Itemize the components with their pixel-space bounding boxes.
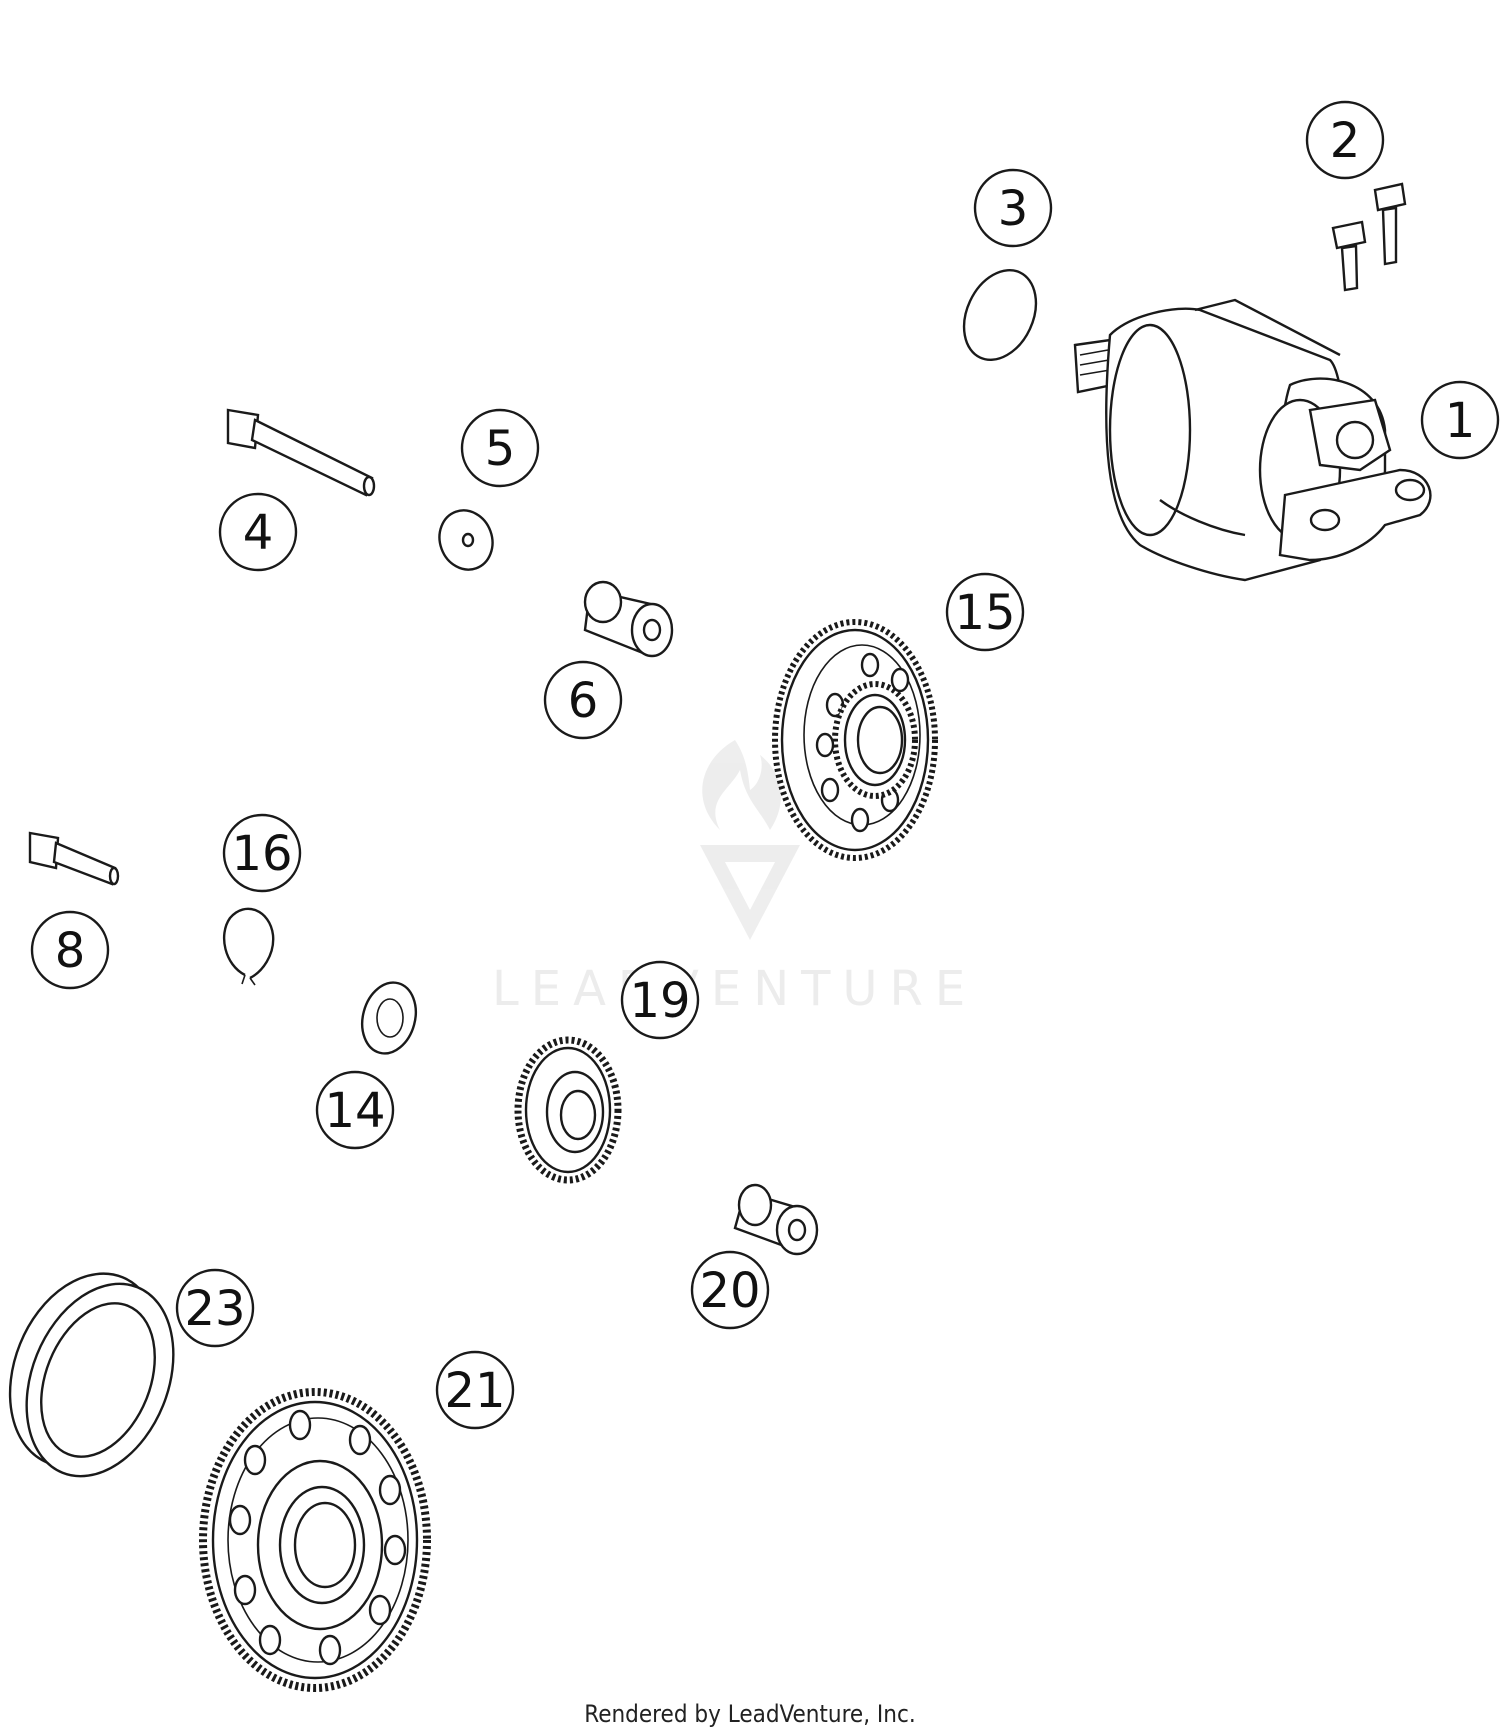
starter-bolts[interactable]	[1331, 182, 1407, 292]
callout-2[interactable]: 2	[1305, 100, 1385, 180]
callout-8[interactable]: 8	[30, 910, 110, 990]
callout-1[interactable]: 1	[1420, 380, 1500, 460]
svg-text:20: 20	[699, 1263, 760, 1319]
svg-text:3: 3	[998, 181, 1029, 237]
circlip[interactable]	[222, 907, 275, 986]
footer-credit: Rendered by LeadVenture, Inc.	[584, 1700, 915, 1728]
svg-text:21: 21	[444, 1363, 505, 1419]
callout-21[interactable]: 21	[435, 1350, 515, 1430]
gear-21[interactable]	[199, 1388, 431, 1692]
long-bolt[interactable]	[226, 408, 376, 497]
watermark-logo	[700, 740, 800, 940]
svg-text:2: 2	[1330, 113, 1361, 169]
callout-3[interactable]: 3	[973, 168, 1053, 248]
callout-23[interactable]: 23	[175, 1268, 255, 1348]
callout-6[interactable]: 6	[543, 660, 623, 740]
svg-text:19: 19	[629, 973, 690, 1029]
gear-15[interactable]	[772, 619, 938, 861]
svg-text:23: 23	[184, 1281, 245, 1337]
svg-text:8: 8	[55, 923, 86, 979]
callout-4[interactable]: 4	[218, 492, 298, 572]
washer-14[interactable]	[355, 976, 424, 1059]
svg-text:5: 5	[485, 421, 516, 477]
callout-5[interactable]: 5	[460, 408, 540, 488]
gear-19[interactable]	[514, 1036, 622, 1184]
callout-20[interactable]: 20	[690, 1250, 770, 1330]
short-bolt[interactable]	[28, 831, 120, 886]
svg-text:15: 15	[954, 585, 1015, 641]
watermark-text: LEADVENTURE	[492, 961, 977, 1017]
sleeve-20[interactable]	[733, 1183, 819, 1256]
sleeve-6[interactable]	[583, 580, 674, 658]
callout-15[interactable]: 15	[945, 572, 1025, 652]
callout-16[interactable]: 16	[222, 813, 302, 893]
svg-text:6: 6	[568, 673, 599, 729]
bearing-23[interactable]	[0, 1251, 201, 1498]
svg-text:16: 16	[231, 826, 292, 882]
svg-text:4: 4	[243, 505, 274, 561]
svg-text:1: 1	[1445, 393, 1476, 449]
starter-motor[interactable]	[1073, 298, 1432, 582]
callout-14[interactable]: 14	[315, 1070, 395, 1150]
callout-19[interactable]: 19	[620, 960, 700, 1040]
o-ring[interactable]	[950, 258, 1050, 371]
svg-text:14: 14	[324, 1083, 385, 1139]
washer-5[interactable]	[431, 503, 500, 577]
